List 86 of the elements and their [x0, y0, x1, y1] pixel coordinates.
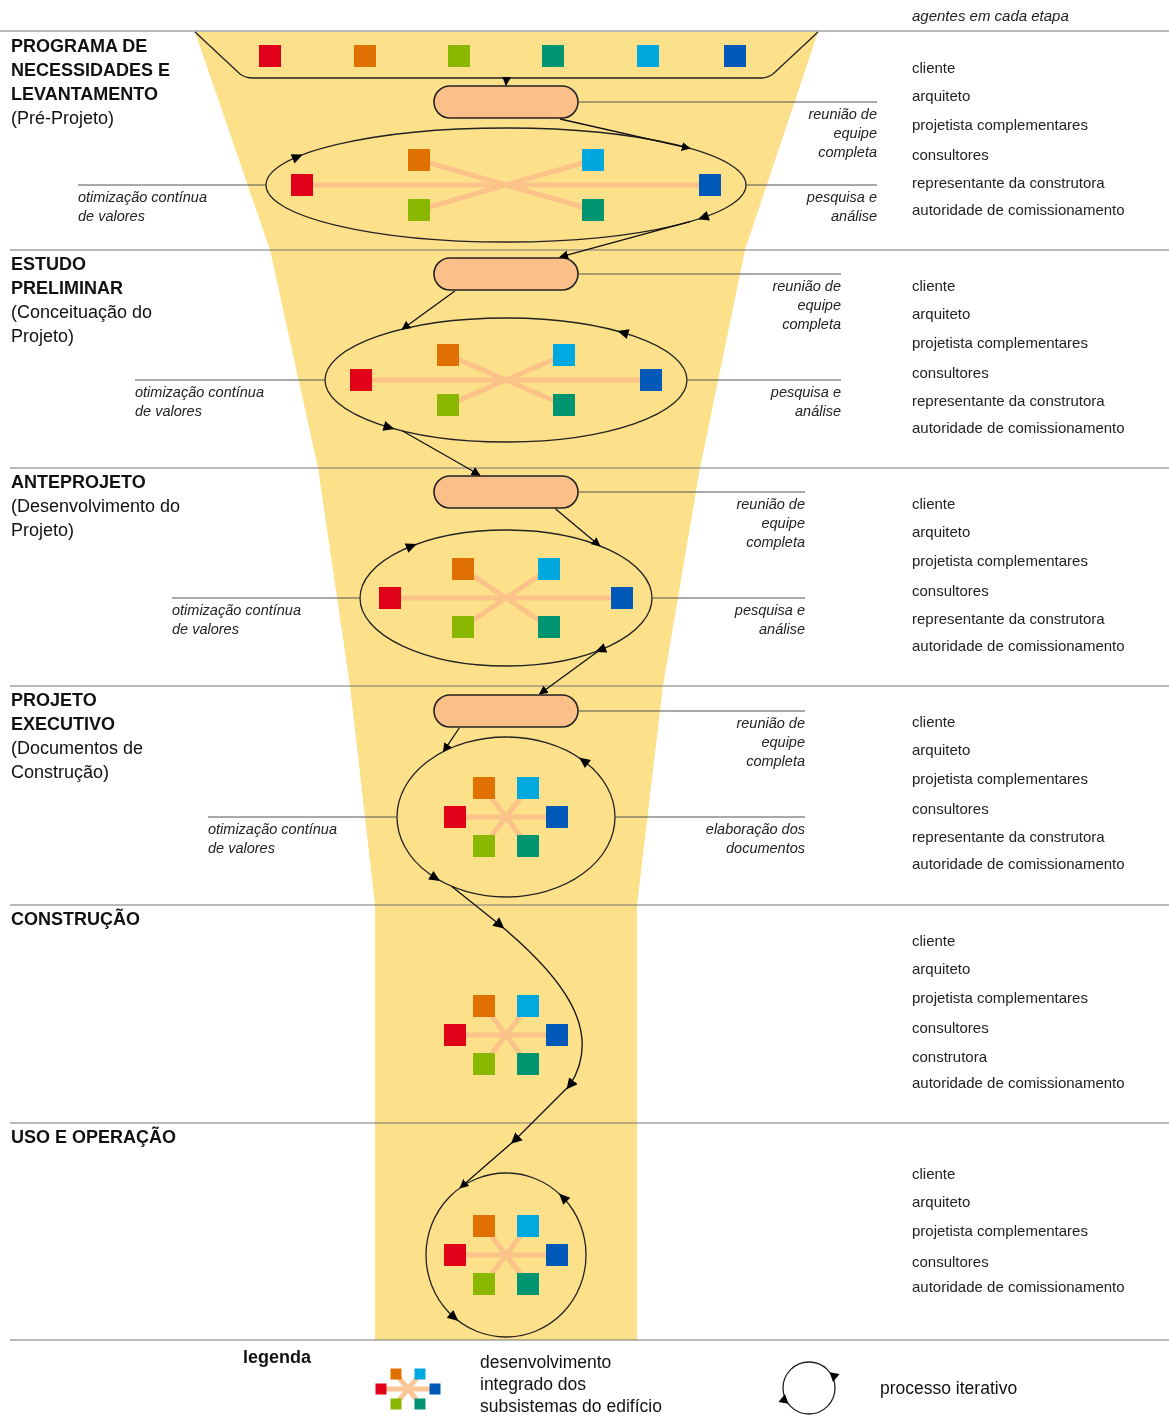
agent-name: autoridade de comissionamento	[912, 418, 1125, 438]
stage-heading: PROGRAMA DE NECESSIDADES E LEVANTAMENTO	[11, 35, 172, 106]
agent-name: consultores	[912, 145, 989, 165]
leader-line	[614, 816, 806, 818]
stage-subtitle: (Desenvolvimento do Projeto)	[11, 495, 182, 542]
meeting-pill	[433, 85, 579, 119]
meeting-pill	[433, 475, 579, 509]
flow-arrow	[538, 649, 601, 695]
agent-name: projetista complementares	[912, 988, 1088, 1008]
stage-subtitle: (Conceituação do Projeto)	[11, 301, 154, 348]
agent-name: consultores	[912, 363, 989, 383]
flow-arrow	[502, 76, 512, 86]
agent-name: autoridade de comissionamento	[912, 200, 1125, 220]
stage-subtitle: (Pré-Projeto)	[11, 107, 116, 130]
leader-line	[578, 273, 842, 275]
stage-heading: CONSTRUÇÃO	[11, 907, 141, 931]
legend-text: processo iterativo	[880, 1377, 1019, 1399]
flow-arrow	[559, 221, 691, 260]
leader-line	[207, 816, 398, 818]
leader-line	[578, 101, 878, 103]
column-heading: agentes em cada etapa	[912, 6, 1069, 26]
agent-name: representante da construtora	[912, 173, 1105, 193]
agent-name: projetista complementares	[912, 115, 1088, 135]
agent-name: arquiteto	[912, 522, 971, 542]
agent-name: cliente	[912, 58, 956, 78]
leader-line	[651, 597, 806, 599]
agent-name: cliente	[912, 276, 956, 296]
flow-arrow	[442, 727, 460, 753]
agent-name: cliente	[912, 712, 956, 732]
agent-name: projetista complementares	[912, 333, 1088, 353]
agent-name: autoridade de comissionamento	[912, 636, 1125, 656]
flow-arrow	[401, 290, 456, 330]
agent-name: cliente	[912, 931, 956, 951]
legend-heading: legenda	[243, 1346, 312, 1368]
leader-label: reunião de equipe completa	[761, 274, 841, 334]
leader-label: elaboração dos documentos	[693, 817, 805, 858]
meeting-pill	[433, 694, 579, 728]
agent-name: arquiteto	[912, 1192, 971, 1212]
agent-name: cliente	[912, 1164, 956, 1184]
leader-label: reunião de equipe completa	[725, 492, 805, 552]
agent-name: projetista complementares	[912, 769, 1088, 789]
stage-heading: ANTEPROJETO	[11, 471, 147, 494]
leader-line	[578, 491, 806, 493]
agent-name: consultores	[912, 1252, 989, 1272]
leader-label: reunião de equipe completa	[725, 711, 805, 771]
leader-line	[686, 379, 842, 381]
agent-name: autoridade de comissionamento	[912, 854, 1125, 874]
leader-label: otimização contínua de valores	[208, 817, 353, 858]
agent-name: arquiteto	[912, 740, 971, 760]
agent-name: consultores	[912, 1018, 989, 1038]
agent-name: autoridade de comissionamento	[912, 1073, 1125, 1093]
agent-name: projetista complementares	[912, 1221, 1088, 1241]
stage-heading: USO E OPERAÇÃO	[11, 1125, 178, 1149]
agent-name: arquiteto	[912, 304, 971, 324]
agent-name: consultores	[912, 581, 989, 601]
agent-name: consultores	[912, 799, 989, 819]
leader-label: reunião de equipe completa	[797, 102, 877, 162]
flow-arrow	[401, 430, 481, 476]
stage-heading: PROJETO EXECUTIVO	[11, 689, 117, 736]
agent-name: cliente	[912, 494, 956, 514]
agent-name: representante da construtora	[912, 609, 1105, 629]
agent-name: projetista complementares	[912, 551, 1088, 571]
flow-arrow	[559, 118, 691, 151]
flow-arrow	[450, 885, 583, 1189]
leader-label: pesquisa e análise	[765, 185, 877, 226]
agent-name: autoridade de comissionamento	[912, 1277, 1125, 1297]
leader-label: pesquisa e análise	[693, 598, 805, 639]
agent-name: representante da construtora	[912, 827, 1105, 847]
leader-label: pesquisa e análise	[729, 380, 841, 421]
legend-text: desenvolvimento integrado dos subsistemas do edifício	[480, 1351, 663, 1417]
flow-arrow	[555, 508, 601, 547]
leader-line	[171, 597, 361, 599]
leader-line	[745, 184, 878, 186]
leader-line	[578, 710, 806, 712]
leader-label: otimização contínua de valores	[135, 380, 280, 421]
stage-heading: ESTUDO PRELIMINAR	[11, 253, 124, 300]
agent-name: representante da construtora	[912, 391, 1105, 411]
leader-label: otimização contínua de valores	[172, 598, 317, 639]
agent-name: construtora	[912, 1047, 988, 1067]
stage-subtitle: (Documentos de Construção)	[11, 737, 145, 784]
leader-label: otimização contínua de valores	[78, 185, 223, 226]
agent-name: arquiteto	[912, 959, 971, 979]
meeting-pill	[433, 257, 579, 291]
agent-name: arquiteto	[912, 86, 971, 106]
trapezoid-box	[195, 32, 818, 78]
leader-line	[134, 379, 326, 381]
